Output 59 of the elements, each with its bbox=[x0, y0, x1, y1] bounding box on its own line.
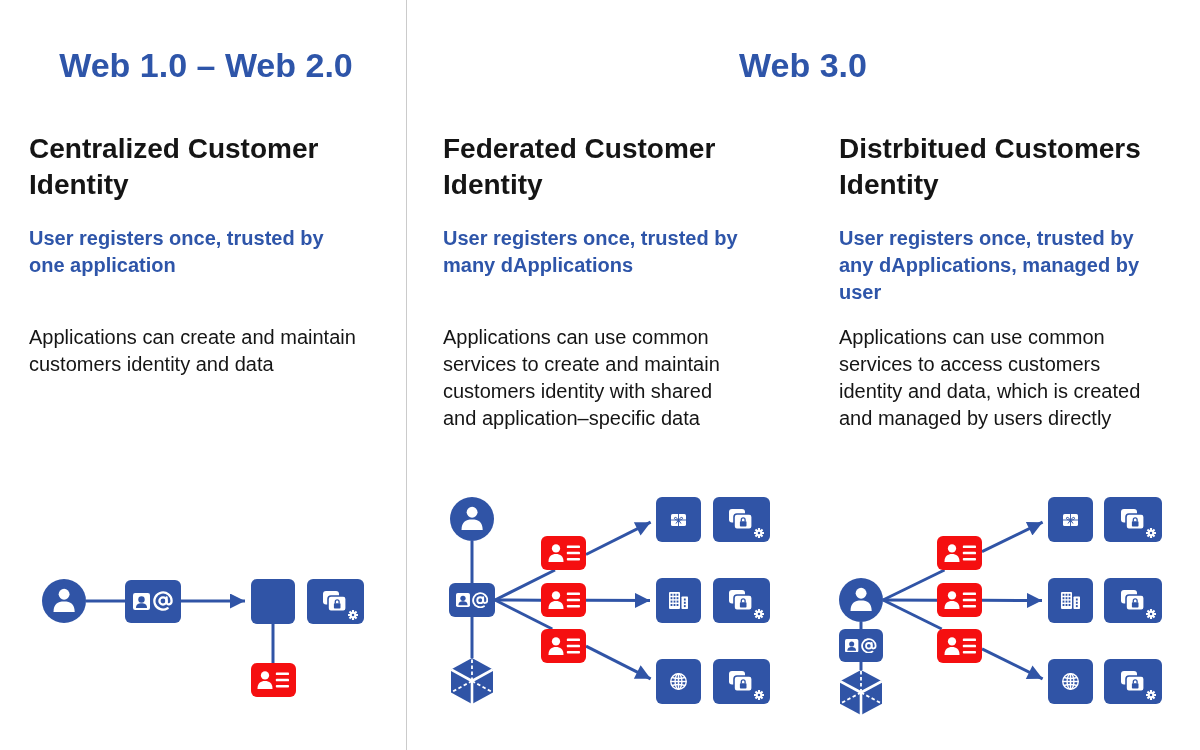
connector-line bbox=[86, 599, 125, 603]
connector-line bbox=[271, 623, 275, 663]
contact-card-tile bbox=[250, 663, 296, 697]
building-tile bbox=[656, 578, 701, 623]
secure-windows-tile bbox=[713, 578, 770, 623]
connector-line bbox=[494, 598, 553, 631]
avatar-circle bbox=[839, 578, 883, 622]
contact-card-tile bbox=[937, 536, 982, 570]
contact-card-tile bbox=[937, 583, 982, 617]
gift-card-tile bbox=[1048, 497, 1093, 542]
arrow bbox=[585, 644, 652, 681]
secure-windows-tile bbox=[713, 497, 770, 542]
hexagon-cube bbox=[451, 658, 493, 704]
globe-tile bbox=[1048, 659, 1093, 704]
secure-windows-tile bbox=[713, 659, 770, 704]
connector-line bbox=[859, 662, 863, 670]
secure-windows-tile bbox=[1104, 578, 1162, 623]
column-description: Applications can use common services to create and maintain customers identity with shared and application–specific data bbox=[443, 325, 721, 431]
avatar-circle bbox=[450, 497, 494, 541]
contact-card-tile bbox=[541, 629, 586, 663]
column-subtitle: User registers once, trusted by many dApplications bbox=[443, 226, 739, 278]
column-description: Applications can create and maintain customers identity and data bbox=[29, 325, 357, 377]
profile-email-tile bbox=[449, 583, 495, 617]
section-heading: Web 1.0 – Web 2.0 bbox=[58, 45, 354, 85]
connector-line bbox=[882, 568, 946, 602]
globe-tile bbox=[656, 659, 701, 704]
building-tile bbox=[1048, 578, 1093, 623]
blank-tile bbox=[251, 578, 295, 624]
arrow bbox=[981, 647, 1044, 681]
connector-line bbox=[470, 541, 474, 583]
profile-email-tile bbox=[839, 629, 883, 662]
column-subtitle: User registers once, trusted by one application bbox=[29, 226, 325, 278]
column-subtitle: User registers once, trusted by any dApplications, managed by user bbox=[839, 226, 1141, 305]
column-heading: Distrbitued Customers Identity bbox=[839, 132, 1142, 202]
profile-email-tile bbox=[125, 579, 181, 623]
column-heading: Federated Customer Identity bbox=[443, 132, 717, 202]
connector-line bbox=[882, 598, 943, 631]
column-description: Applications can use common services to access customers identity and data, which is created and managed by users directly bbox=[839, 325, 1142, 431]
hexagon-cube bbox=[840, 670, 882, 715]
connector-line bbox=[494, 568, 556, 602]
arrow bbox=[982, 592, 1042, 608]
gift-card-tile bbox=[656, 497, 701, 542]
avatar-circle bbox=[42, 579, 86, 623]
section-heading: Web 3.0 bbox=[738, 45, 868, 85]
connector-line bbox=[495, 598, 541, 602]
connector-line bbox=[470, 617, 474, 658]
contact-card-tile bbox=[937, 629, 982, 663]
arrow bbox=[981, 520, 1044, 554]
connector-line bbox=[883, 598, 937, 602]
secure-windows-tile bbox=[1104, 659, 1162, 704]
arrow bbox=[586, 592, 650, 608]
connector-line bbox=[859, 622, 863, 629]
secure-windows-tile bbox=[307, 578, 364, 624]
contact-card-tile bbox=[541, 583, 586, 617]
secure-windows-tile bbox=[1104, 497, 1162, 542]
arrow bbox=[585, 520, 652, 556]
column-heading: Centralized Customer Identity bbox=[29, 132, 320, 202]
arrow bbox=[181, 593, 245, 609]
contact-card-tile bbox=[541, 536, 586, 570]
